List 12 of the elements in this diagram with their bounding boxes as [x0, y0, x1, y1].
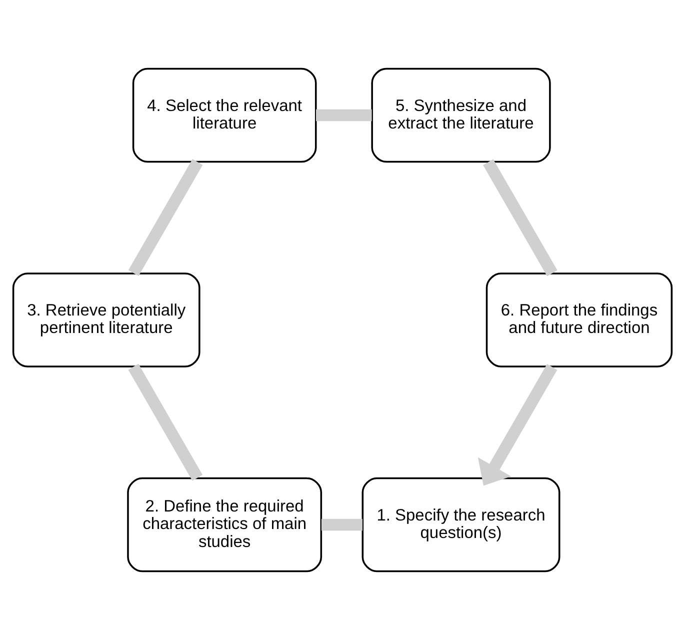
node-box: 4. Select the relevant literature: [132, 67, 317, 162]
node-box: 3. Retrieve potentially pertinent literature: [12, 272, 200, 367]
connector: [483, 158, 558, 276]
connector: [128, 363, 203, 480]
node-box: 1. Specify the research question(s): [362, 476, 560, 572]
connector: [321, 518, 362, 530]
connector: [128, 158, 203, 276]
node-box: 2. Define the required characteristics of main studies: [127, 476, 322, 572]
connector: [316, 108, 372, 121]
node-box: 5. Synthesize and extract the literature: [371, 67, 551, 162]
node-box: 6. Report the findings and future direction: [486, 272, 673, 367]
arrow: [478, 364, 558, 486]
